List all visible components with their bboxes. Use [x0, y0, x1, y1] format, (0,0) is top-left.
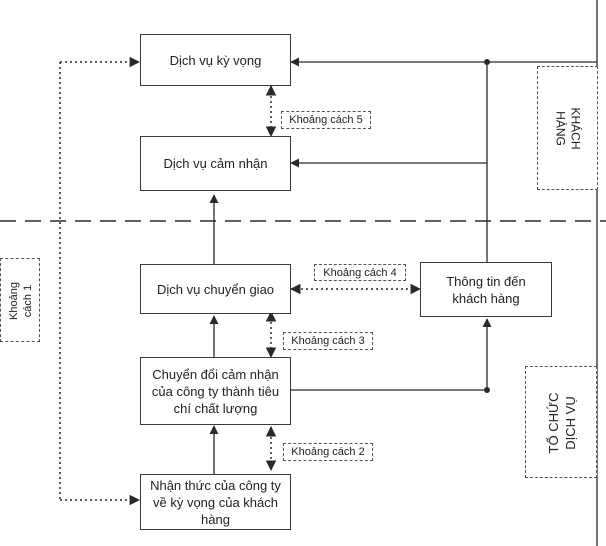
gap5-label: Khoảng cách 5	[289, 114, 363, 126]
translation-label: Chuyển đổi cảm nhận của công ty thành ti…	[151, 366, 280, 416]
perceived-service-box: Dịch vụ cảm nhận	[140, 136, 291, 191]
organization-side-tag: TỔ CHỨC DỊCH VỤ	[525, 366, 597, 478]
gap3-tag: Khoảng cách 3	[283, 332, 373, 350]
gap5-tag: Khoảng cách 5	[281, 111, 371, 129]
gap2-label: Khoảng cách 2	[291, 446, 365, 458]
external-communication-box: Thông tin đến khách hàng	[420, 262, 552, 317]
perceived-service-label: Dịch vụ cảm nhận	[163, 156, 268, 171]
customer-side-tag: KHÁCH HÀNG	[537, 66, 598, 190]
gap1-label: Khoảng cách 1	[8, 282, 34, 320]
expected-service-label: Dịch vụ kỳ vọng	[169, 52, 262, 68]
customer-side-label: KHÁCH HÀNG	[554, 107, 583, 150]
service-delivery-label: Dịch vụ chuyển giao	[156, 281, 275, 297]
management-perception-label: Nhận thức của công ty về kỳ vọng của khá…	[150, 477, 281, 527]
gap1-tag: Khoảng cách 1	[0, 258, 40, 342]
gap4-tag: Khoảng cách 4	[314, 264, 406, 281]
gap2-tag: Khoảng cách 2	[283, 443, 373, 461]
expected-service-box: Dịch vụ kỳ vọng	[140, 34, 291, 86]
gap4-label: Khoảng cách 4	[323, 266, 397, 279]
external-communication-label: Thông tin đến khách hàng	[446, 273, 526, 306]
gap3-label: Khoảng cách 3	[291, 335, 365, 347]
organization-side-label: TỔ CHỨC DỊCH VỤ	[546, 392, 578, 454]
translation-box: Chuyển đổi cảm nhận của công ty thành ti…	[140, 357, 291, 425]
service-delivery-box: Dịch vụ chuyển giao	[140, 264, 291, 314]
management-perception-box: Nhận thức của công ty về kỳ vọng của khá…	[140, 474, 291, 530]
